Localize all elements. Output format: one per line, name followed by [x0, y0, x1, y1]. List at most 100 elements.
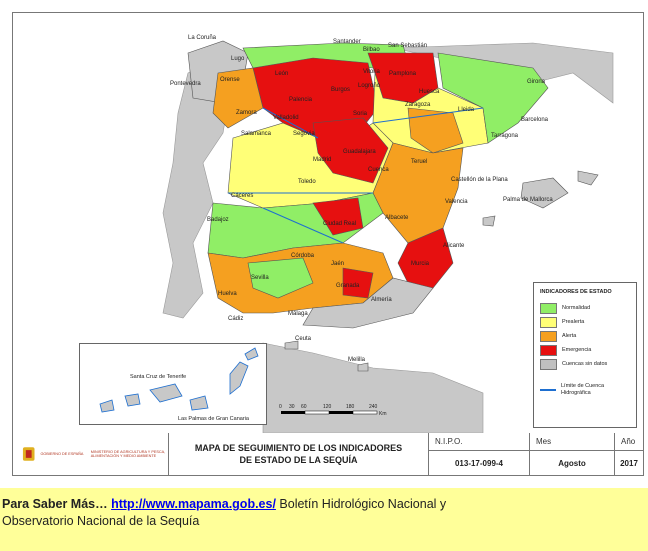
- month-value: Agosto: [558, 458, 586, 468]
- city-label: Albacete: [385, 215, 409, 221]
- month-label: Mes: [530, 433, 614, 451]
- city-label: Girona: [527, 79, 546, 85]
- city-label: Castellón de la Plana: [451, 177, 508, 183]
- city-label: Palma de Mallorca: [503, 197, 553, 203]
- city-label: Tarragona: [491, 133, 519, 139]
- city-label: Valladolid: [273, 115, 299, 121]
- legend-label: Límite de Cuenca Hidrográfica: [561, 383, 605, 396]
- legend-swatch-emergencia: [540, 344, 557, 356]
- legend-item: Cuencas sin datos: [540, 357, 636, 371]
- nipo-value: 013-17-099-4: [454, 458, 504, 468]
- melilla: [357, 362, 369, 372]
- title-line-2: DE ESTADO DE LA SEQUÍA: [239, 455, 358, 465]
- catalonia-normal: [437, 52, 549, 144]
- basin-line-sample: [540, 389, 556, 391]
- legend-item: Alerta: [540, 329, 636, 343]
- guadiana-emergency: [312, 197, 364, 236]
- city-label: Las Palmas de Gran Canaria: [178, 416, 250, 422]
- info-lead: Para Saber Más…: [2, 497, 108, 511]
- mino-alert: [212, 67, 264, 129]
- year-label: Año: [615, 433, 643, 451]
- morocco-region: [262, 342, 484, 433]
- city-label: Barcelona: [521, 117, 549, 123]
- legend-label: Alerta: [562, 333, 577, 339]
- nipo-cell: N.I.P.O. 013-17-099-4: [428, 433, 529, 475]
- coat-of-arms-icon: [22, 447, 35, 461]
- city-label: Melilla: [348, 357, 366, 363]
- scale-tick: 120: [323, 404, 332, 410]
- city-label: Pamplona: [389, 71, 417, 77]
- city-label: Toledo: [298, 179, 316, 185]
- year-value: 2017: [620, 458, 638, 468]
- city-label: Segovia: [293, 131, 315, 137]
- legend-label: Normalidad: [562, 305, 591, 311]
- scale-tick: 30: [289, 404, 295, 410]
- city-label: Logroño: [358, 83, 381, 89]
- info-text: Para Saber Más… http://www.mapama.gob.es…: [2, 496, 648, 530]
- scale-tick: 60: [301, 404, 307, 410]
- ministry-name: MINISTERIO DE AGRICULTURA Y PESCA, ALIME…: [90, 449, 166, 459]
- city-label: León: [275, 71, 288, 77]
- city-label: Guadalajara: [343, 149, 376, 155]
- info-rest: Boletín Hidrológico Nacional y: [275, 497, 447, 511]
- city-label: Sevilla: [251, 275, 269, 281]
- city-label: Madrid: [313, 157, 331, 163]
- mapama-link[interactable]: http://www.mapama.gob.es/: [111, 497, 276, 511]
- city-label: Bilbao: [363, 47, 380, 53]
- city-label: Murcia: [411, 261, 430, 267]
- legend-title: INDICADORES DE ESTADO: [540, 289, 612, 295]
- guadalquivir-emergency: [342, 267, 374, 299]
- legend-item: Normalidad: [540, 301, 636, 315]
- legend: INDICADORES DE ESTADO Normalidad Prealer…: [533, 282, 637, 428]
- city-label: Alicante: [443, 243, 465, 249]
- guadalquivir-normal: [247, 257, 314, 299]
- city-label: Málaga: [288, 311, 308, 317]
- legend-swatch-alerta: [540, 330, 557, 342]
- scale-tick: 180: [346, 404, 355, 410]
- info-banner: Para Saber Más… http://www.mapama.gob.es…: [0, 488, 648, 551]
- city-label: Almería: [371, 297, 392, 303]
- legend-item: Emergencia: [540, 343, 636, 357]
- menorca: [577, 170, 599, 186]
- basin-boundaries: [228, 107, 484, 244]
- city-label: Burgos: [331, 87, 350, 93]
- info-line-2: Observatorio Nacional de la Sequía: [2, 514, 200, 528]
- drought-map: 0 30 60 120 180 240 Km La Coruña Santand…: [12, 12, 644, 434]
- city-label: Ceuta: [295, 336, 312, 342]
- legend-swatch-prealerta: [540, 316, 557, 328]
- city-label: Santa Cruz de Tenerife: [130, 374, 186, 380]
- city-label: Cuenca: [368, 167, 389, 173]
- city-label: San Sebastián: [388, 43, 427, 49]
- city-label: Cáceres: [231, 193, 253, 199]
- legend-item: Prealerta: [540, 315, 636, 329]
- city-label: Jaén: [331, 261, 344, 267]
- city-label: Cádiz: [228, 316, 243, 322]
- government-logo: GOBIERNO DE ESPAÑA MINISTERIO DE AGRICUL…: [13, 433, 168, 475]
- month-cell: Mes Agosto: [529, 433, 614, 475]
- city-label: Ciudad Real: [323, 221, 356, 227]
- city-label: Santander: [333, 39, 361, 45]
- scale-tick: 0: [279, 404, 282, 410]
- city-label: Córdoba: [291, 253, 315, 259]
- canary-islands-inset: Santa Cruz de Tenerife Las Palmas de Gra…: [79, 343, 267, 425]
- ibiza: [482, 215, 496, 227]
- year-cell: Año 2017: [614, 433, 643, 475]
- mediterranea-andaluza-nodata: [302, 277, 434, 329]
- city-label: Granada: [336, 283, 360, 289]
- map-title: MAPA DE SEGUIMIENTO DE LOS INDICADORES D…: [168, 433, 428, 475]
- city-label: Lleida: [458, 107, 475, 113]
- legend-label: Cuencas sin datos: [562, 361, 608, 367]
- scale-unit: Km: [379, 411, 387, 417]
- spain-map-svg: 0 30 60 120 180 240 Km La Coruña Santand…: [162, 35, 614, 433]
- tajo-emergency: [312, 117, 389, 184]
- city-label: Zamora: [236, 110, 257, 116]
- legend-label: Prealerta: [562, 319, 585, 325]
- nipo-label: N.I.P.O.: [429, 433, 529, 451]
- city-label: Orense: [220, 77, 240, 83]
- city-label: Pontevedra: [170, 81, 201, 87]
- legend-swatch-normalidad: [540, 302, 557, 314]
- city-label: Valencia: [445, 199, 468, 205]
- legend-label: Emergencia: [562, 347, 592, 353]
- scale-bar: [281, 410, 378, 415]
- city-label: Salamanca: [241, 131, 272, 137]
